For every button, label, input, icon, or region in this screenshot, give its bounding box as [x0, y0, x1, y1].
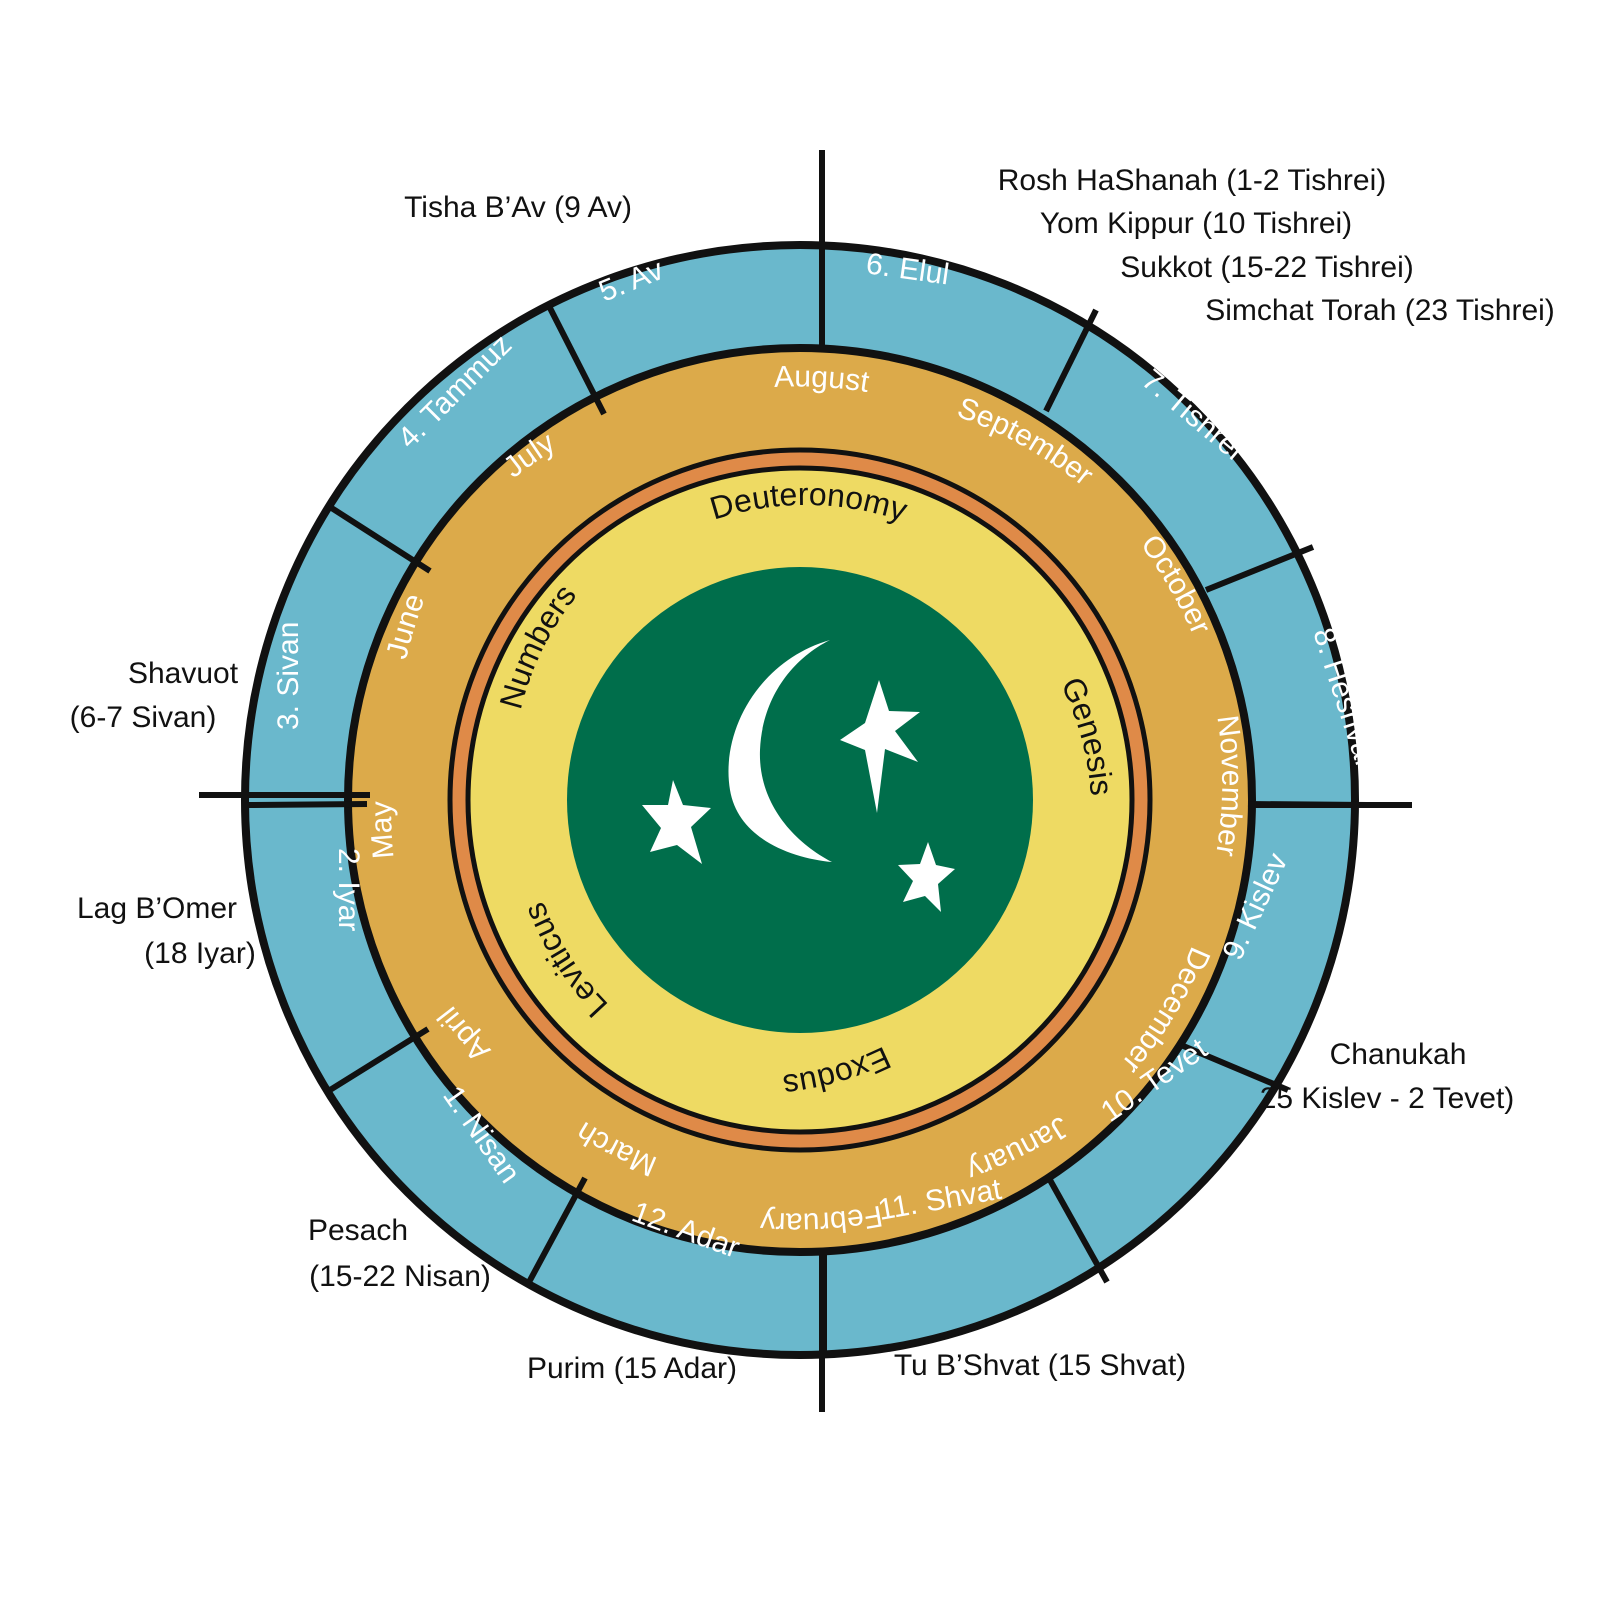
holiday-simchat-torah: Simchat Torah (23 Tishrei): [1205, 294, 1555, 327]
holiday-sukkot: Sukkot (15-22 Tishrei): [1120, 251, 1413, 284]
holiday-tu-bshvat: Tu B’Shvat (15 Shvat): [894, 1349, 1186, 1382]
gregorian-month-label: November: [1209, 713, 1248, 858]
star-icon: [898, 842, 955, 912]
holiday-shavuot-date: (6-7 Sivan): [70, 701, 217, 734]
holiday-pesach-date: (15-22 Nisan): [309, 1260, 491, 1293]
holiday-labels: Rosh HaShanah (1-2 Tishrei) Yom Kippur (…: [70, 164, 1555, 1385]
hebrew-month-label: 2. Iyar: [332, 848, 365, 931]
holiday-rosh-hashanah: Rosh HaShanah (1-2 Tishrei): [998, 164, 1387, 197]
gregorian-month-label: May: [365, 801, 400, 860]
holiday-yom-kippur: Yom Kippur (10 Tishrei): [1040, 207, 1352, 240]
holiday-tisha-bav: Tisha B’Av (9 Av): [404, 191, 632, 224]
axis-lines: [199, 150, 1412, 1412]
crescent-moon-icon: [728, 640, 832, 862]
holiday-shavuot: Shavuot: [128, 657, 239, 690]
holiday-pesach: Pesach: [308, 1214, 408, 1247]
holiday-chanukah: Chanukah: [1330, 1038, 1467, 1071]
hebrew-month-label: 3. Sivan: [272, 622, 305, 730]
holiday-purim: Purim (15 Adar): [527, 1352, 737, 1385]
star-icon: [840, 680, 920, 813]
gregorian-month-label: August: [773, 360, 872, 399]
holiday-chanukah-date: 25 Kislev - 2 Tevet): [1260, 1082, 1515, 1115]
star-icon: [642, 780, 711, 864]
holiday-lag-bomer: Lag B’Omer: [77, 892, 237, 925]
center-disc: [567, 567, 1033, 1033]
holiday-lag-bomer-date: (18 Iyar): [144, 937, 256, 970]
center-symbols: [642, 640, 955, 912]
